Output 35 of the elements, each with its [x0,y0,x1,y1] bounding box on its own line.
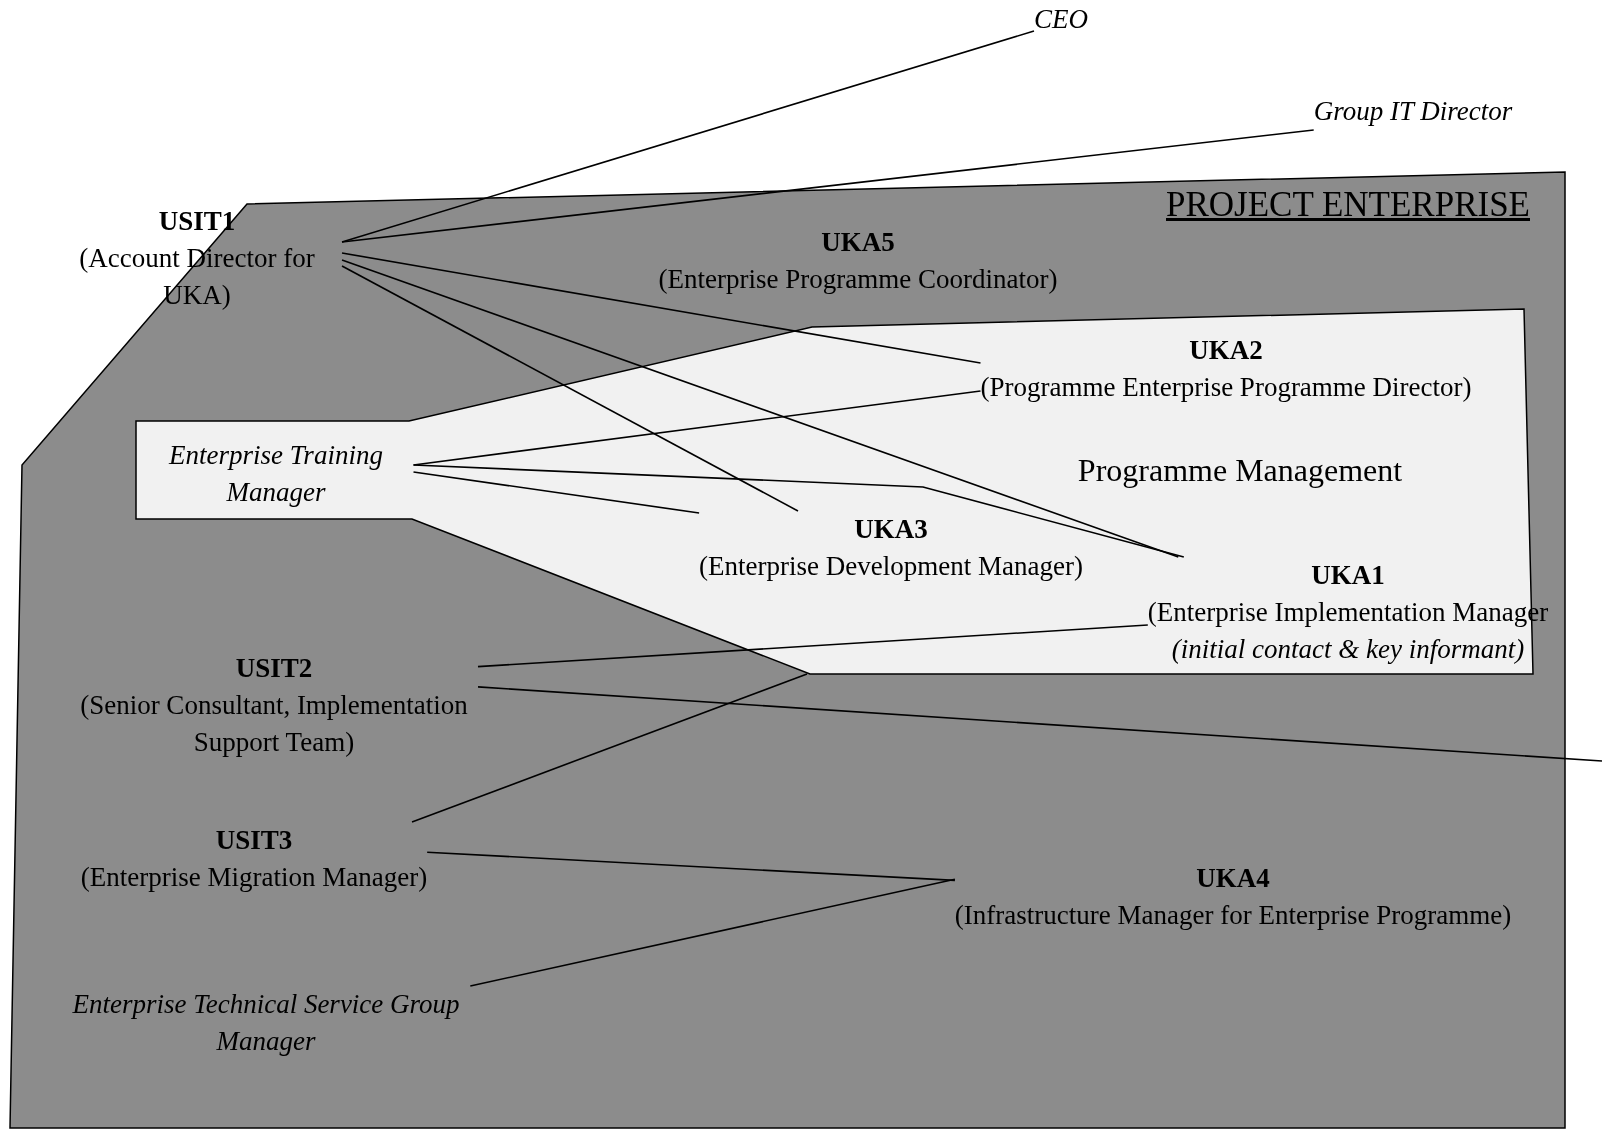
role-note: (initial contact & key informant) [1170,633,1526,666]
project-region [10,172,1565,1128]
connector-line [469,878,956,987]
job-title: (Infrastructure Manager for Enterprise Programme) [954,899,1512,932]
region-title: PROJECT ENTERPRISE [1166,185,1530,226]
role-code: USIT1 [157,205,237,238]
region-title: Programme Management [1077,452,1403,489]
connector-line [477,686,1602,762]
connector-line [477,624,1149,668]
connector-line [341,129,1315,243]
role-code: UKA5 [820,226,896,259]
connector-line [341,30,1035,243]
connector-line [426,851,956,882]
job-title: CEO [1034,3,1088,36]
job-title: Enterprise Training Manager [167,439,384,509]
role-code: UKA1 [1310,559,1386,592]
job-title: (Enterprise Migration Manager) [80,861,428,894]
connector-line [412,471,700,514]
job-title: (Enterprise Programme Coordinator) [658,263,1058,296]
role-code: UKA3 [853,513,929,546]
role-code: USIT2 [234,652,314,685]
job-title: (Programme Enterprise Programme Director) [980,371,1472,404]
connector-line [411,673,808,823]
job-title: Enterprise Technical Service Group Manager [71,988,461,1058]
role-code: USIT3 [214,824,294,857]
job-title: Group IT Director [1313,95,1513,128]
job-title: (Enterprise Development Manager) [699,550,1083,583]
connector-line [341,259,1180,558]
connector-line [412,464,1185,558]
connector-line [341,265,799,512]
job-title: (Senior Consultant, Implementation Support Team) [79,689,469,759]
role-code: UKA2 [1188,334,1264,367]
role-code: UKA4 [1195,862,1271,895]
connector-line [412,390,982,466]
connector-line [341,252,982,364]
